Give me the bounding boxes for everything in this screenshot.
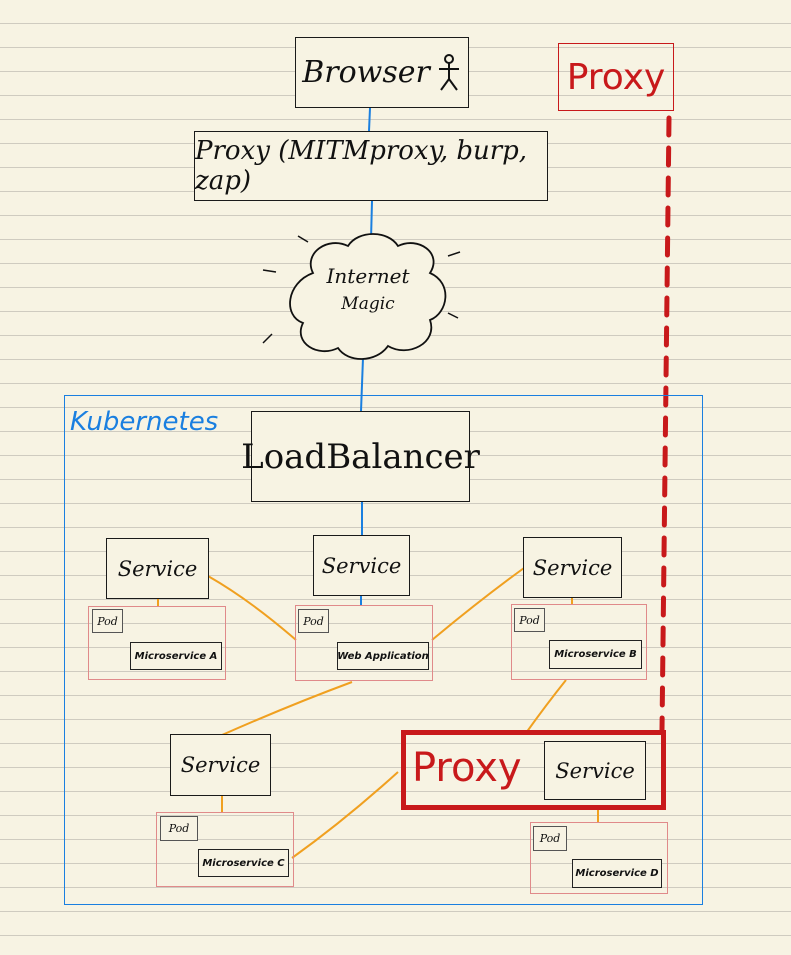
external-proxy-box: Proxy <box>558 43 674 111</box>
workload-box-b: Microservice B <box>549 640 642 669</box>
service-label: Service <box>555 758 635 783</box>
service-label: Service <box>532 555 613 580</box>
service-box-c: Service <box>170 734 271 796</box>
cloud-icon <box>262 233 461 360</box>
pod-c <box>156 812 294 887</box>
service-label: Service <box>117 556 198 581</box>
mitm-proxy-box: Proxy (MITMproxy, burp, zap) <box>194 131 548 201</box>
service-box-d: Service <box>544 741 646 800</box>
pod-tag-d: Pod <box>533 826 567 851</box>
workload-box-d: Microservice D <box>572 859 662 888</box>
workload-box-c: Microservice C <box>198 849 289 877</box>
kubernetes-label: Kubernetes <box>70 407 219 437</box>
service-label: Service <box>180 753 261 777</box>
external-proxy-label: Proxy <box>566 56 666 98</box>
browser-label: Browser <box>302 55 430 90</box>
service-label: Service <box>321 553 402 578</box>
pod-tag-c: Pod <box>160 816 198 841</box>
internet-label-line1: Internet <box>326 264 410 288</box>
sidecar-proxy-label: Proxy <box>412 745 522 791</box>
pod-tag-a: Pod <box>92 609 123 633</box>
internet-label-line2: Magic <box>341 294 395 314</box>
pod-tag-b: Pod <box>514 608 545 632</box>
internet-label: Internet Magic <box>308 262 428 318</box>
load-balancer-label: LoadBalancer <box>241 436 480 477</box>
pod-a <box>88 606 226 680</box>
workload-box-webapp: Web Application <box>337 642 429 670</box>
load-balancer-box: LoadBalancer <box>241 411 480 502</box>
stick-figure-icon <box>438 53 459 91</box>
pod-d <box>530 822 668 894</box>
service-box-b: Service <box>523 537 622 598</box>
kubernetes-cluster-frame <box>64 395 703 905</box>
mitm-proxy-label: Proxy (MITMproxy, burp, zap) <box>195 136 528 196</box>
pod-tag-webapp: Pod <box>298 609 329 633</box>
service-box-webapp: Service <box>313 535 410 596</box>
browser-box: Browser <box>295 37 469 108</box>
link-browser-proxy <box>368 107 371 132</box>
service-box-a: Service <box>106 538 209 599</box>
pod-b <box>511 604 647 680</box>
sidecar-proxy-box <box>401 730 666 810</box>
workload-box-a: Microservice A <box>130 642 222 670</box>
pod-webapp <box>295 605 433 681</box>
